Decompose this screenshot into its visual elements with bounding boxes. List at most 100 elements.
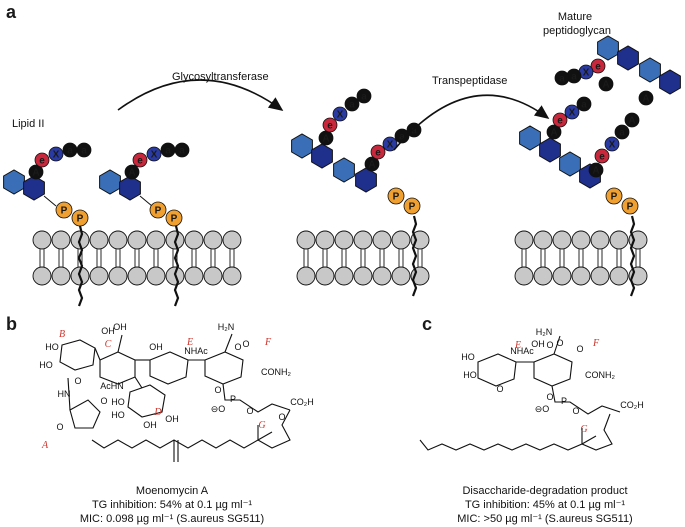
lipid-anchor	[173, 225, 180, 307]
panel-c-label: c	[422, 314, 432, 334]
atom-label: OH	[143, 420, 157, 430]
alanine-bead	[554, 70, 570, 86]
atom-label: OH	[531, 339, 545, 349]
degradation-product-mic: MIC: >50 µg ml⁻¹ (S.aureus SG511)	[457, 513, 632, 525]
phosphate-bead	[605, 187, 623, 205]
alanine-bead	[124, 164, 140, 180]
alanine-bead-letter: A	[368, 160, 375, 171]
transpeptidase-arrow	[393, 94, 550, 151]
nag-sugar	[291, 133, 313, 159]
nag-sugar	[3, 169, 25, 195]
alanine-bead	[344, 96, 360, 112]
alanine-bead-letter: a	[411, 126, 417, 137]
lipid-head-top	[146, 230, 166, 250]
degradation-product-tg-inhibition: TG inhibition: 45% at 0.1 µg ml⁻¹	[465, 499, 625, 511]
lipid-head-top	[410, 230, 430, 250]
lysine-bead-letter: X	[53, 150, 60, 161]
lipid-head-top	[372, 230, 392, 250]
lipid-head-top	[391, 230, 411, 250]
phosphate-bead-letter: P	[61, 206, 68, 217]
degradation-product-name: Disaccharide-degradation product	[462, 485, 627, 497]
atom-label: O	[278, 412, 285, 422]
ring-label: C	[105, 339, 112, 350]
alanine-bead-letter: A	[592, 166, 599, 177]
alanine-bead	[576, 96, 592, 112]
atom-label: O	[546, 340, 553, 350]
lipid-head-bottom	[334, 266, 354, 286]
alanine-bead	[638, 90, 654, 106]
phosphate-bead	[387, 187, 405, 205]
alanine-bead-letter: A	[32, 168, 39, 179]
phosphate-bead-letter: P	[155, 206, 162, 217]
glutamate-bead	[594, 148, 610, 164]
atom-label: OH	[113, 322, 127, 332]
lipid-head-top	[334, 230, 354, 250]
atom-label: O	[242, 339, 249, 349]
glutamate-bead-letter: e	[39, 156, 45, 167]
atom-label: HO	[463, 370, 477, 380]
atom-label: ⊖O	[211, 404, 226, 414]
ring-label: A	[41, 440, 49, 451]
alanine-bead	[174, 142, 190, 158]
phosphate-bead	[149, 201, 167, 219]
lipid-head-top	[628, 230, 648, 250]
atom-label: P	[230, 394, 236, 404]
panel-b-label: b	[6, 314, 17, 334]
lysine-bead-letter: X	[151, 150, 158, 161]
glutamate-bead-letter: e	[599, 152, 605, 163]
atom-label: NHAc	[510, 346, 534, 356]
alanine-bead	[614, 124, 630, 140]
lipid-head-top	[203, 230, 223, 250]
lipid-head-top	[609, 230, 629, 250]
alanine-bead-letter: A	[628, 116, 635, 127]
lipid-head-bottom	[514, 266, 534, 286]
alanine-bead-letter: A	[642, 94, 649, 105]
alanine-bead	[588, 162, 604, 178]
glutamate-bead	[322, 117, 338, 133]
alanine-bead	[546, 124, 562, 140]
alanine-bead-letter: a	[179, 146, 185, 157]
lysine-bead	[564, 104, 580, 120]
alanine-bead	[598, 76, 614, 92]
lipid-head-bottom	[391, 266, 411, 286]
atom-label: O	[546, 392, 553, 402]
ring-label: F	[592, 338, 600, 349]
alanine-bead-letter: a	[361, 92, 367, 103]
atom-label: O	[56, 422, 63, 432]
phosphate-bead	[55, 201, 73, 219]
alanine-bead-letter: a	[571, 72, 577, 83]
lipid-head-top	[222, 230, 242, 250]
glutamate-bead	[132, 152, 148, 168]
glutamate-bead	[590, 58, 606, 74]
atom-label: HO	[45, 342, 59, 352]
nam-sugar	[355, 167, 377, 193]
alanine-bead	[76, 142, 92, 158]
atom-label: HO	[111, 397, 125, 407]
atom-label: O	[214, 385, 221, 395]
ring-label: E	[186, 337, 193, 348]
moenomycin-mic: MIC: 0.098 µg ml⁻¹ (S.aureus SG511)	[80, 513, 264, 525]
lipid-head-bottom	[127, 266, 147, 286]
alanine-bead-letter: a	[581, 100, 587, 111]
alanine-bead-letter: A	[322, 134, 329, 145]
moenomycin-tg-inhibition: TG inhibition: 54% at 0.1 µg ml⁻¹	[92, 499, 252, 511]
alanine-bead-letter: a	[619, 128, 625, 139]
lipid-head-bottom	[184, 266, 204, 286]
atom-label: OH	[165, 414, 179, 424]
lysine-bead	[332, 106, 348, 122]
nag-sugar	[99, 169, 121, 195]
lipid-head-bottom	[89, 266, 109, 286]
lipid-head-bottom	[32, 266, 52, 286]
alanine-bead	[28, 164, 44, 180]
lipid-anchor	[411, 215, 418, 297]
atom-label: HO	[461, 352, 475, 362]
nam-sugar	[119, 175, 141, 201]
lipid-head-top	[296, 230, 316, 250]
phosphate-bead	[621, 197, 639, 215]
lysine-bead-letter: X	[583, 68, 590, 79]
atom-label: O	[74, 376, 81, 386]
lipid-head-bottom	[108, 266, 128, 286]
nag-sugar	[639, 57, 661, 83]
phosphate-bead-letter: P	[171, 214, 178, 225]
